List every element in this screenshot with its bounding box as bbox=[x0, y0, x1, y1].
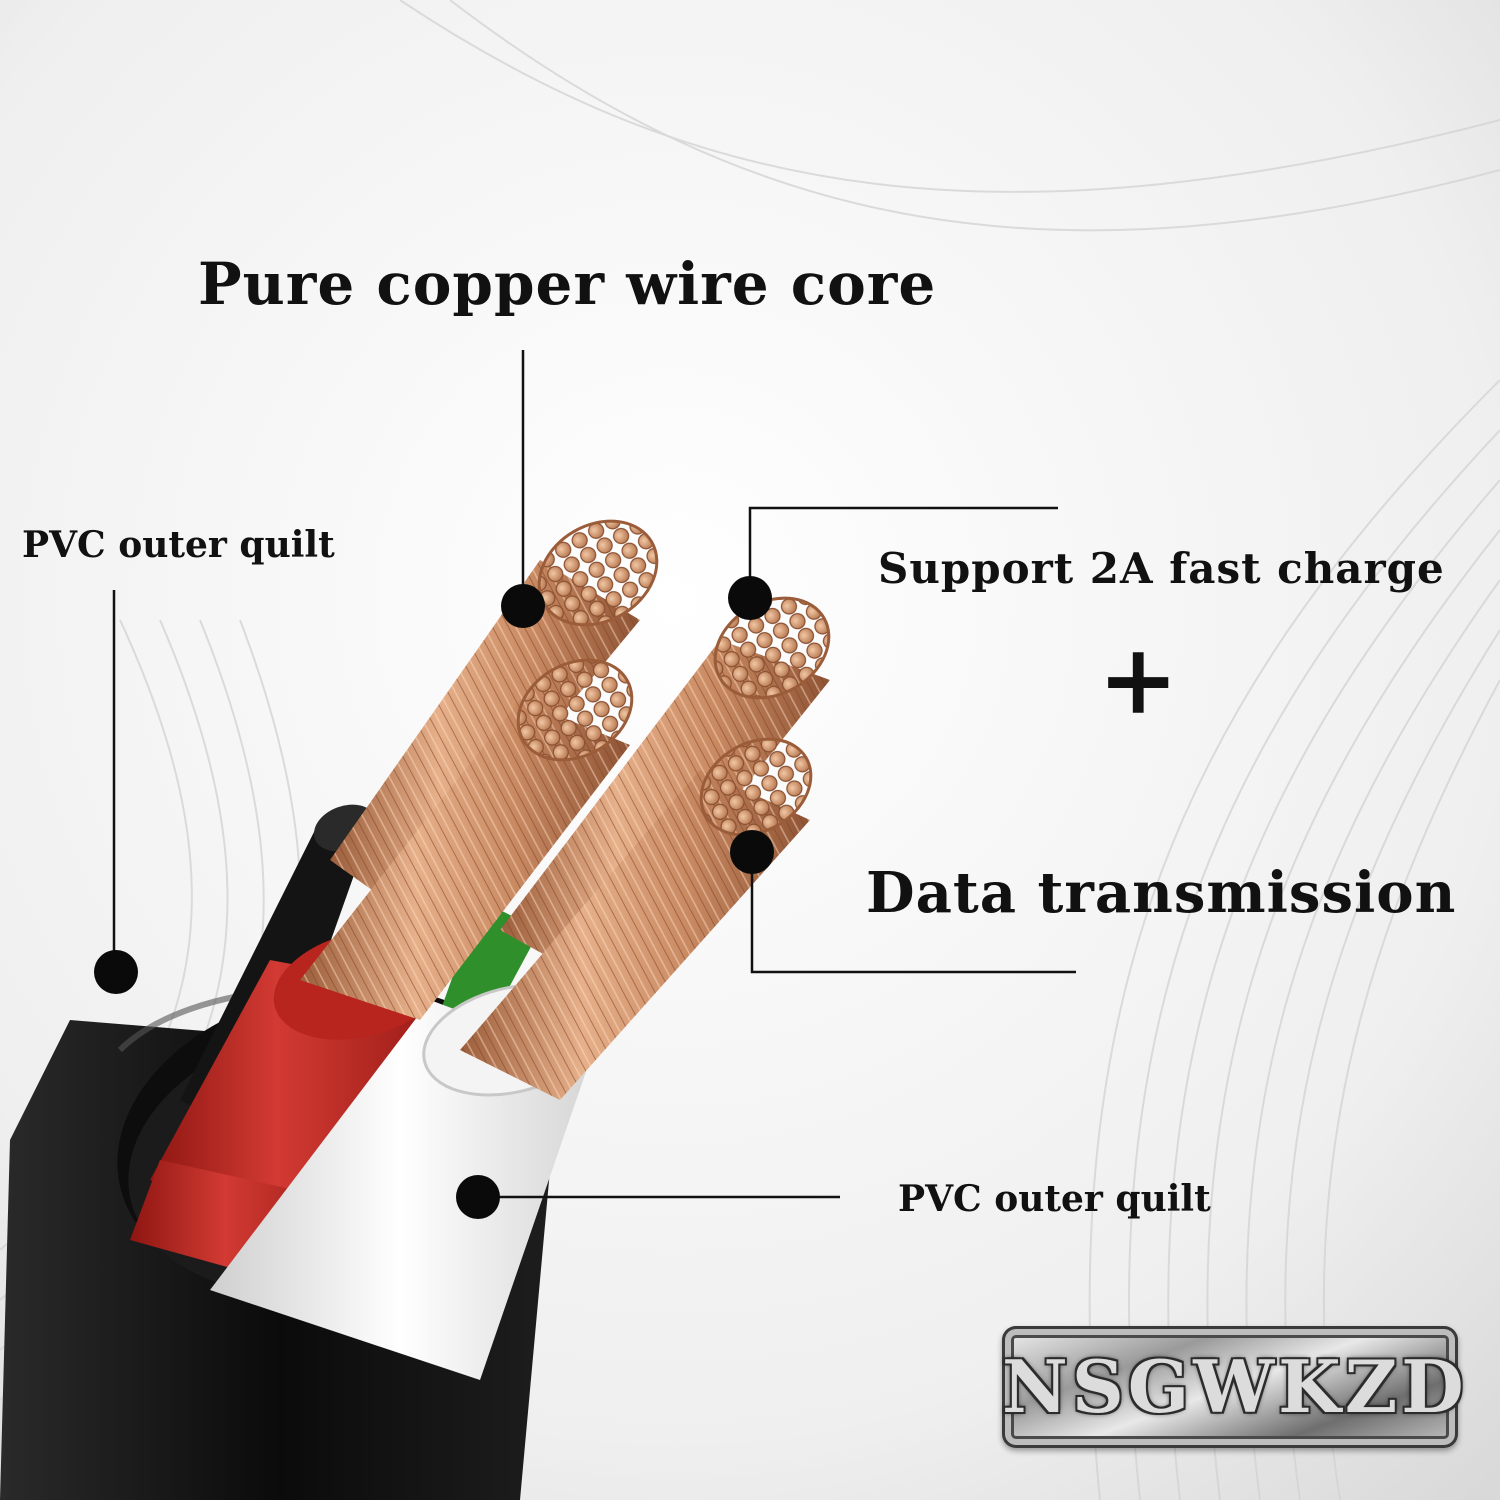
plus-icon: + bbox=[1098, 623, 1179, 736]
copper-core-2 bbox=[300, 658, 634, 1020]
label-pvc-outer-left: PVC outer quilt bbox=[22, 524, 335, 566]
callout-line-charge bbox=[748, 506, 1058, 598]
callout-dot-data bbox=[730, 830, 774, 874]
label-pvc-outer-bottom: PVC outer quilt bbox=[898, 1178, 1211, 1220]
callout-dot-pvc-left bbox=[94, 950, 138, 994]
copper-core-4 bbox=[460, 737, 813, 1100]
brand-logo: NSGWKZD bbox=[1002, 1326, 1468, 1448]
copper-core-3 bbox=[500, 596, 831, 980]
brand-logo-text: NSGWKZD bbox=[1002, 1344, 1468, 1429]
label-copper-core: Pure copper wire core bbox=[198, 250, 937, 318]
label-fast-charge: Support 2A fast charge bbox=[878, 544, 1445, 593]
label-data-transmission: Data transmission bbox=[866, 860, 1457, 926]
callout-dot-charge bbox=[728, 576, 772, 620]
callout-dots bbox=[94, 576, 774, 1219]
callout-dot-copper bbox=[501, 584, 545, 628]
callout-dot-pvc-bottom bbox=[456, 1175, 500, 1219]
callout-line-data bbox=[750, 852, 1076, 974]
callout-lines bbox=[112, 350, 1076, 1199]
